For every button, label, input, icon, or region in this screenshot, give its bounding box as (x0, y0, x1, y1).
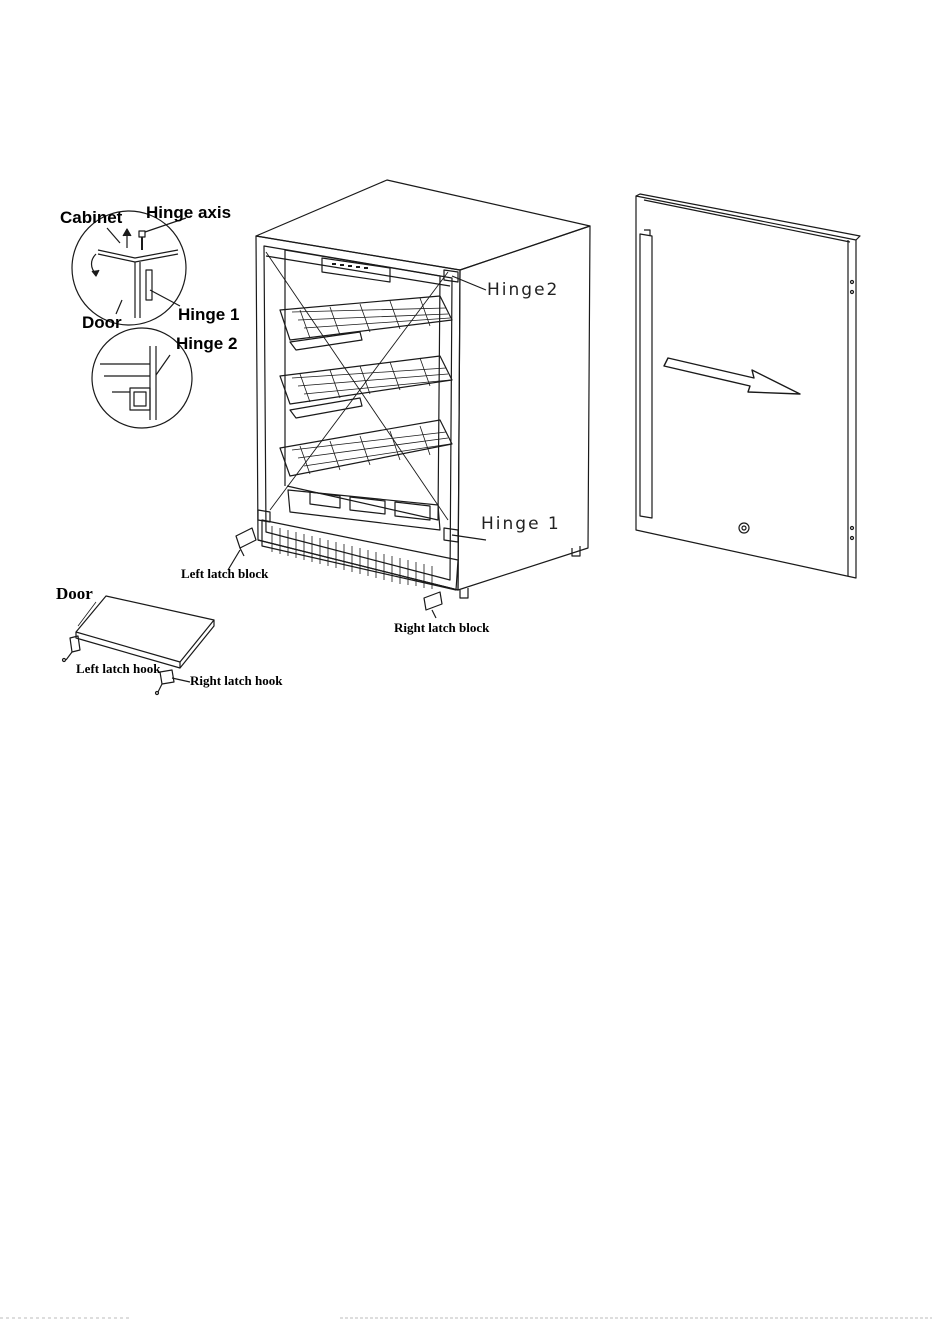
label-hinge1-main: Hinge 1 (481, 516, 561, 533)
label-hinge-axis: Hinge axis (146, 204, 231, 221)
label-left-latch-block: Left latch block (181, 567, 268, 580)
label-door-bottom: Door (56, 585, 93, 602)
label-hinge1-detail: Hinge 1 (178, 306, 239, 323)
label-left-latch-hook: Left latch hook (76, 662, 161, 675)
label-right-latch-block: Right latch block (394, 621, 489, 634)
label-door-detail: Door (82, 314, 122, 331)
right-latch-block (424, 592, 442, 618)
detail-circle-hinge1 (72, 211, 186, 325)
door-panel (636, 194, 860, 578)
wine-cooler-cabinet (256, 180, 590, 598)
label-hinge2-detail: Hinge 2 (176, 335, 237, 352)
left-latch-block (228, 528, 256, 570)
label-right-latch-hook: Right latch hook (190, 674, 282, 687)
label-hinge2-main: Hinge2 (487, 282, 559, 299)
label-cabinet: Cabinet (60, 209, 122, 226)
